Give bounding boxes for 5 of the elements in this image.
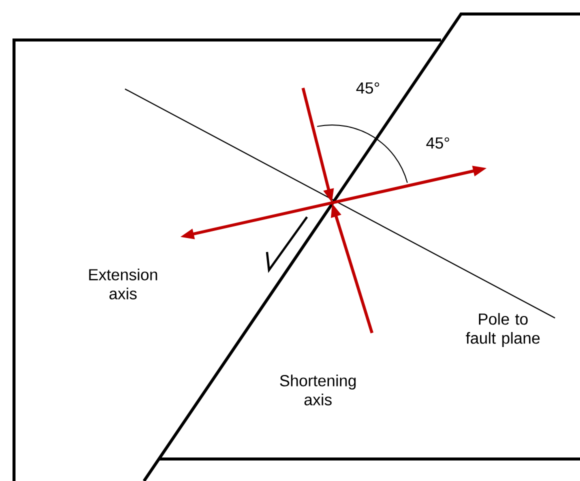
axis-label: Shortening axis xyxy=(280,374,356,406)
axis-label: Extension axis xyxy=(89,268,158,300)
angle-label: 45° xyxy=(356,82,380,94)
angle-label: 45° xyxy=(426,137,450,149)
axis-label: Pole to fault plane xyxy=(466,313,540,347)
